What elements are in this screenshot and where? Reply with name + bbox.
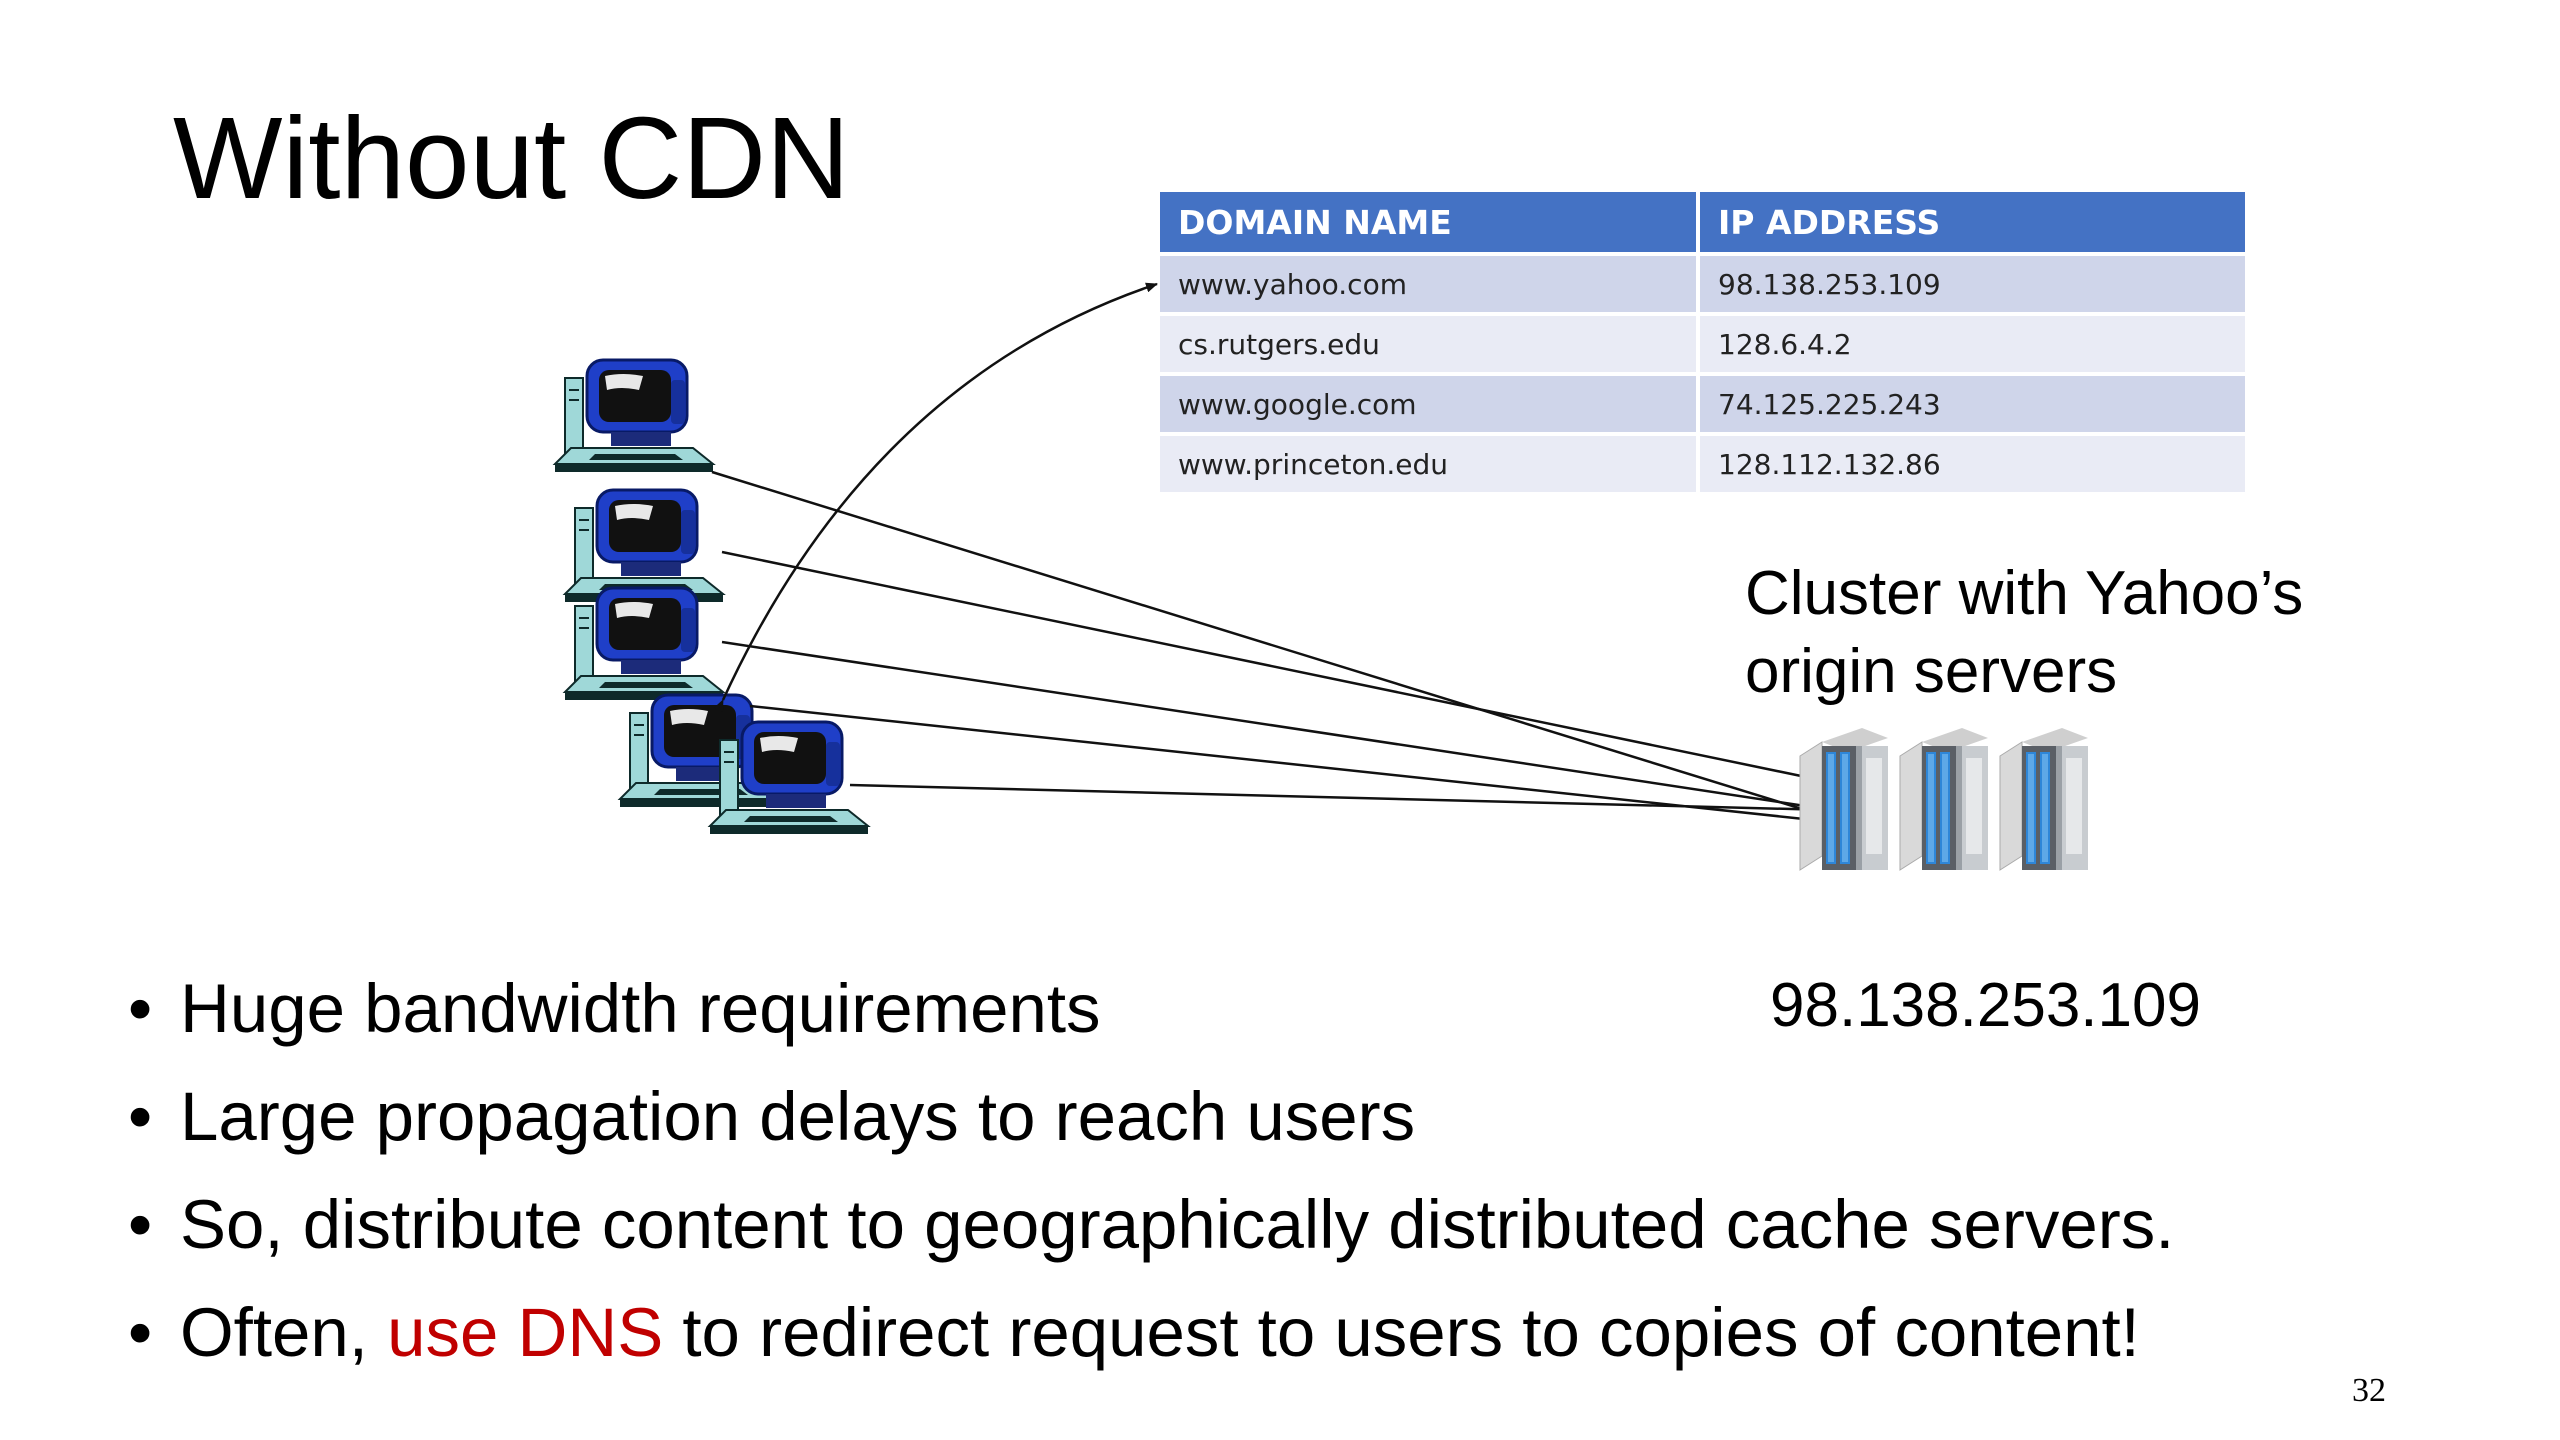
bullet-highlight: use DNS	[387, 1294, 664, 1371]
table-row: www.yahoo.com 98.138.253.109	[1160, 256, 2245, 316]
domain-cell: www.princeton.edu	[1160, 436, 1700, 496]
domain-cell: www.google.com	[1160, 376, 1700, 436]
client-computer-2	[563, 488, 725, 604]
bullet-dot-icon: •	[128, 1078, 153, 1155]
request-line-4	[749, 704, 1833, 826]
ip-cell: 98.138.253.109	[1700, 256, 2245, 316]
request-line-5	[849, 783, 1831, 815]
client-computer-1	[553, 358, 715, 474]
dns-table: DOMAIN NAME IP ADDRESS www.yahoo.com 98.…	[1160, 192, 2245, 496]
ip-cell: 74.125.225.243	[1700, 376, 2245, 436]
header-domain-name: DOMAIN NAME	[1160, 192, 1700, 256]
bullet-text: Large propagation delays to reach users	[180, 1078, 1416, 1155]
domain-cell: cs.rutgers.edu	[1160, 316, 1700, 376]
origin-ip-address: 98.138.253.109	[1770, 971, 2201, 1040]
table-row: cs.rutgers.edu 128.6.4.2	[1160, 316, 2245, 376]
server-rack-icon	[1799, 727, 2089, 871]
ip-cell: 128.112.132.86	[1700, 436, 2245, 496]
bullet-list: • Huge bandwidth requirements • Large prop…	[120, 955, 2174, 1387]
bullet-item: • So, distribute content to geographicall…	[120, 1171, 2174, 1279]
table-row: www.google.com 74.125.225.243	[1160, 376, 2245, 436]
cluster-label-line-1: Cluster with Yahoo’s	[1745, 559, 2304, 628]
bullet-dot-icon: •	[128, 1186, 153, 1263]
bullet-item: • Often, use DNS to redirect request to u…	[120, 1279, 2174, 1387]
ip-cell: 128.6.4.2	[1700, 316, 2245, 376]
bullet-text-after: to redirect request to users to copies o…	[663, 1294, 2140, 1371]
bullet-text: Often,	[180, 1294, 388, 1371]
client-computer-3	[563, 586, 725, 702]
slide-title: Without CDN	[173, 93, 850, 223]
bullet-text: Huge bandwidth requirements	[180, 970, 1101, 1047]
page-number: 32	[2352, 1372, 2386, 1409]
bullet-item: • Large propagation delays to reach users	[120, 1063, 2174, 1171]
table-row: www.princeton.edu 128.112.132.86	[1160, 436, 2245, 496]
bullet-text: So, distribute content to geographically…	[180, 1186, 2175, 1263]
domain-cell: www.yahoo.com	[1160, 256, 1700, 316]
bullet-item: • Huge bandwidth requirements	[120, 955, 2174, 1063]
dns-lookup-arrow	[713, 282, 1158, 713]
request-line-1	[711, 470, 1829, 819]
dns-table-header: DOMAIN NAME IP ADDRESS	[1160, 192, 2245, 256]
bullet-dot-icon: •	[128, 1294, 153, 1371]
cluster-label: Cluster with Yahoo’s origin servers	[1745, 555, 2445, 711]
header-ip-address: IP ADDRESS	[1700, 192, 2245, 256]
cluster-label-line-2: origin servers	[1745, 637, 2118, 706]
bullet-dot-icon: •	[128, 970, 153, 1047]
